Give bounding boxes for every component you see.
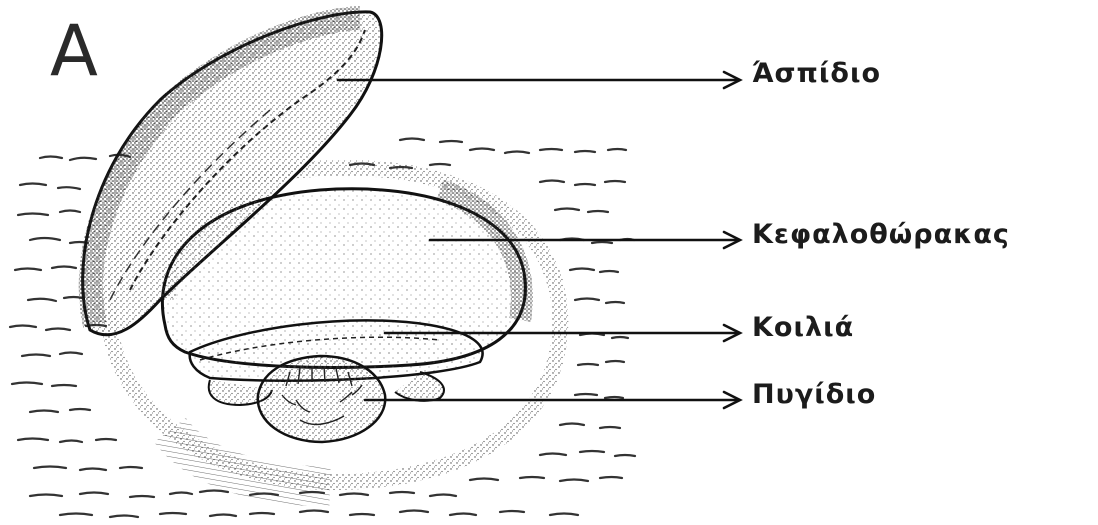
label-abdomen: Κοιλιά	[752, 314, 854, 341]
panel-letter: A	[50, 16, 98, 86]
label-shield: Άσπίδιο	[752, 60, 881, 87]
label-cephalothorax: Κεφαλοθώρακας	[752, 221, 1010, 248]
label-pygidium: Πυγίδιο	[752, 381, 876, 408]
